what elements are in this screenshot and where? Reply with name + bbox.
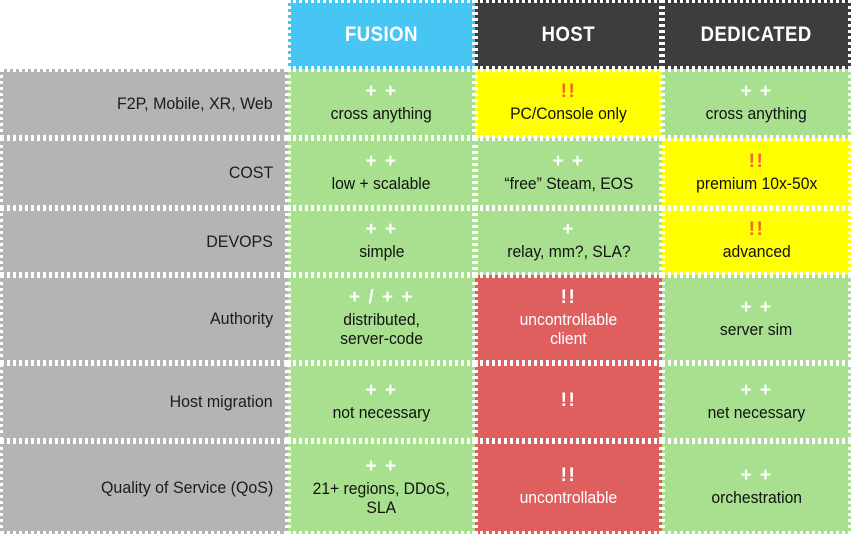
row-label-text: Quality of Service (QoS) [100, 477, 273, 497]
cell-rating-mark: + + [740, 379, 773, 401]
cell-text: advanced [722, 243, 791, 262]
cell-host-row-3[interactable]: !!uncontrollable client [475, 275, 662, 363]
row-label: Quality of Service (QoS) [0, 441, 288, 534]
cell-rating-mark: + + [740, 296, 773, 318]
row-label-text: DEVOPS [206, 231, 273, 251]
cell-text: cross anything [330, 105, 433, 124]
cell-rating-mark: !! [560, 81, 577, 103]
cell-rating-mark: + + [365, 81, 398, 103]
cell-fusion-row-2[interactable]: + + simple [288, 208, 475, 275]
cell-text: low + scalable [332, 174, 431, 193]
column-header-host[interactable]: HOST [475, 0, 662, 69]
cell-text: “free” Steam, EOS [504, 174, 633, 193]
cell-rating-mark: !! [560, 465, 577, 487]
cell-text: premium 10x-50x [695, 174, 818, 193]
cell-dedicated-row-2[interactable]: !! advanced [662, 208, 851, 275]
row-label-text: Authority [209, 309, 273, 329]
cell-text: relay, mm?, SLA? [506, 243, 631, 262]
cell-fusion-row-0[interactable]: + + cross anything [288, 69, 475, 138]
column-header-label: DEDICATED [700, 22, 813, 46]
cell-rating-mark: !! [748, 150, 765, 172]
row-label-text: COST [228, 163, 273, 183]
cell-rating-mark: + + [740, 465, 773, 487]
column-header-label: FUSION [345, 22, 418, 46]
cell-fusion-row-4[interactable]: + + not necessary [288, 363, 475, 441]
column-header-fusion[interactable]: FUSION [288, 0, 475, 69]
cell-dedicated-row-0[interactable]: + + cross anything [662, 69, 851, 138]
cell-host-row-2[interactable]: + relay, mm?, SLA? [475, 208, 662, 275]
column-header-label: HOST [541, 22, 596, 46]
table-corner-blank [0, 0, 288, 69]
cell-rating-mark: + + [365, 150, 398, 172]
cell-rating-mark: !! [560, 287, 577, 309]
cell-host-row-5[interactable]: !! uncontrollable [475, 441, 662, 534]
cell-rating-mark: + + [365, 219, 398, 241]
cell-text: uncontrollable client [519, 311, 618, 349]
cell-text: 21+ regions, DDoS, SLA [312, 479, 451, 517]
cell-text: uncontrollable [519, 489, 618, 508]
cell-dedicated-row-5[interactable]: + + orchestration [662, 441, 851, 534]
row-label: DEVOPS [0, 208, 288, 275]
cell-text: net necessary [707, 403, 806, 422]
row-label: Authority [0, 275, 288, 363]
cell-text: PC/Console only [510, 105, 627, 124]
cell-rating-mark: + / + + [349, 287, 414, 309]
cell-dedicated-row-4[interactable]: + + net necessary [662, 363, 851, 441]
cell-rating-mark: !! [748, 219, 765, 241]
cell-fusion-row-1[interactable]: + + low + scalable [288, 138, 475, 208]
cell-host-row-1[interactable]: + + “free” Steam, EOS [475, 138, 662, 208]
cell-text: cross anything [705, 105, 808, 124]
row-label-text: Host migration [169, 392, 273, 412]
cell-host-row-4[interactable]: !! [475, 363, 662, 441]
row-label: F2P, Mobile, XR, Web [0, 69, 288, 138]
row-label: COST [0, 138, 288, 208]
cell-text: simple [358, 243, 405, 262]
cell-text: not necessary [332, 403, 431, 422]
row-label-text: F2P, Mobile, XR, Web [117, 93, 273, 113]
cell-rating-mark: + + [740, 81, 773, 103]
cell-text: server sim [720, 320, 793, 339]
cell-fusion-row-5[interactable]: + +21+ regions, DDoS, SLA [288, 441, 475, 534]
row-label: Host migration [0, 363, 288, 441]
cell-rating-mark: !! [560, 389, 577, 411]
cell-text: orchestration [711, 489, 802, 508]
cell-dedicated-row-3[interactable]: + + server sim [662, 275, 851, 363]
cell-rating-mark: + + [365, 379, 398, 401]
cell-rating-mark: + [562, 219, 575, 241]
column-header-dedicated[interactable]: DEDICATED [662, 0, 851, 69]
cell-dedicated-row-1[interactable]: !! premium 10x-50x [662, 138, 851, 208]
cell-rating-mark: + + [552, 150, 585, 172]
cell-host-row-0[interactable]: !! PC/Console only [475, 69, 662, 138]
cell-fusion-row-3[interactable]: + / + +distributed, server-code [288, 275, 475, 363]
cell-rating-mark: + + [365, 455, 398, 477]
cell-text: distributed, server-code [340, 311, 423, 349]
